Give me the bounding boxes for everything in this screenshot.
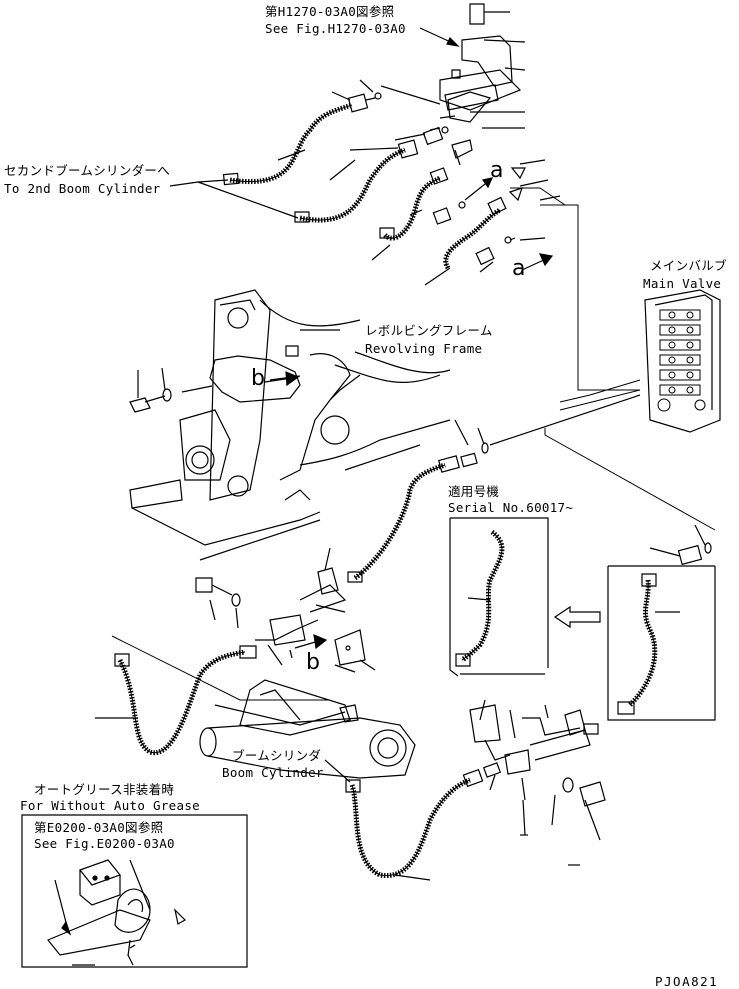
ref-top-jp: 第H1270-03A0図参照 <box>265 4 395 19</box>
boom-cylinder-label-en: Boom Cylinder <box>222 765 324 780</box>
boom2-label-en: To 2nd Boom Cylinder <box>4 181 161 196</box>
upper-hose-set <box>198 80 560 285</box>
lower-right-hose <box>325 760 500 880</box>
frame-bolts <box>130 368 212 412</box>
ref-bottom-en: See Fig.E0200-03A0 <box>34 836 175 851</box>
lower-left-hose <box>95 636 330 753</box>
ref-bottom-jp: 第E0200-03A0図参照 <box>34 820 164 835</box>
clamp-assembly <box>196 548 345 665</box>
main-valve-label-en: Main Valve <box>643 276 722 291</box>
boom-cylinder-label-jp: ブームシリンダ <box>232 748 322 763</box>
serial-label-en: Serial No.60017~ <box>448 500 574 515</box>
lower-bracket <box>295 630 375 672</box>
hollow-left-arrow-icon <box>555 607 600 627</box>
serial-number-box <box>450 518 548 676</box>
auto-grease-label-jp: オートグリース非装着時 <box>34 782 175 797</box>
main-valve <box>645 290 720 432</box>
ref-top-en: See Fig.H1270-03A0 <box>265 21 406 36</box>
middle-hose <box>348 420 488 582</box>
right-part-box <box>608 566 715 720</box>
boom-cylinder <box>200 680 415 778</box>
revolving-frame-label-jp: レボルビングフレーム <box>365 323 493 338</box>
revolving-frame-label-en: Revolving Frame <box>365 341 483 356</box>
drawing-number: PJOA821 <box>655 974 719 989</box>
main-valve-label-jp: メインバルブ <box>650 258 727 273</box>
callout-b-upper: b <box>251 366 265 391</box>
boom2-label-jp: セカンドブームシリンダーへ <box>4 163 171 178</box>
inset-box <box>22 815 247 967</box>
lower-clamp-assembly <box>470 700 605 865</box>
serial-label-jp: 適用号機 <box>448 484 500 499</box>
revolving-frame <box>130 290 450 560</box>
callout-a-upper: a <box>490 158 504 183</box>
callout-b-lower: b <box>306 650 320 675</box>
auto-grease-label-en: For Without Auto Grease <box>20 798 200 813</box>
callout-a-lower: a <box>512 256 526 281</box>
top-bracket-assembly <box>440 4 525 128</box>
